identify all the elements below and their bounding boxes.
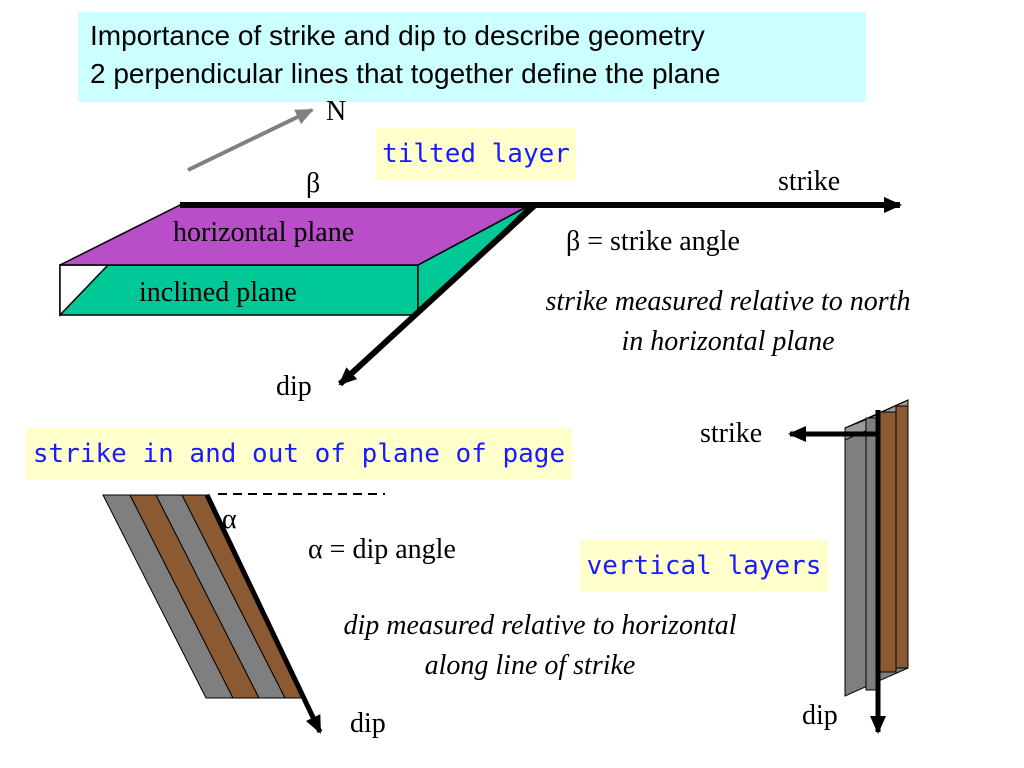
vertical-layer-brown-2 [895, 405, 909, 669]
title-box [78, 12, 866, 102]
strike-label-top: strike [778, 166, 841, 197]
title-line-2: 2 perpendicular lines that together defi… [90, 58, 721, 89]
inclined-plane-label: inclined plane [139, 277, 297, 308]
vertical-layers-label: vertical layers [580, 540, 828, 592]
vertical-layer-brown-1 [879, 411, 897, 673]
tilted-layer-label: tilted layer [376, 128, 576, 180]
north-label: N [326, 96, 347, 127]
strike-angle-definition: β = strike angle [566, 226, 740, 257]
strike-label-right: strike [700, 418, 763, 449]
strike-note-line-1: strike measured relative to north [545, 286, 911, 317]
dip-label-right: dip [802, 700, 838, 731]
horizontal-plane-label: horizontal plane [173, 217, 355, 248]
title-line-1: Importance of strike and dip to describe… [90, 20, 705, 51]
north-arrow [187, 108, 314, 172]
alpha-label: α [222, 504, 237, 535]
dip-angle-definition: α = dip angle [308, 534, 456, 565]
strike-page-note: strike in and out of plane of page [26, 428, 572, 480]
dip-arrow [337, 202, 538, 387]
dip-note-line-2: along line of strike [424, 650, 636, 681]
strike-note-line-2: in horizontal plane [621, 326, 835, 357]
dip-note-line-1: dip measured relative to horizontal [343, 610, 737, 641]
dip-arrow-tilted [204, 493, 323, 734]
beta-label: β [306, 168, 321, 199]
dip-label-bottom-left: dip [350, 708, 386, 739]
dip-label-top: dip [276, 371, 312, 402]
